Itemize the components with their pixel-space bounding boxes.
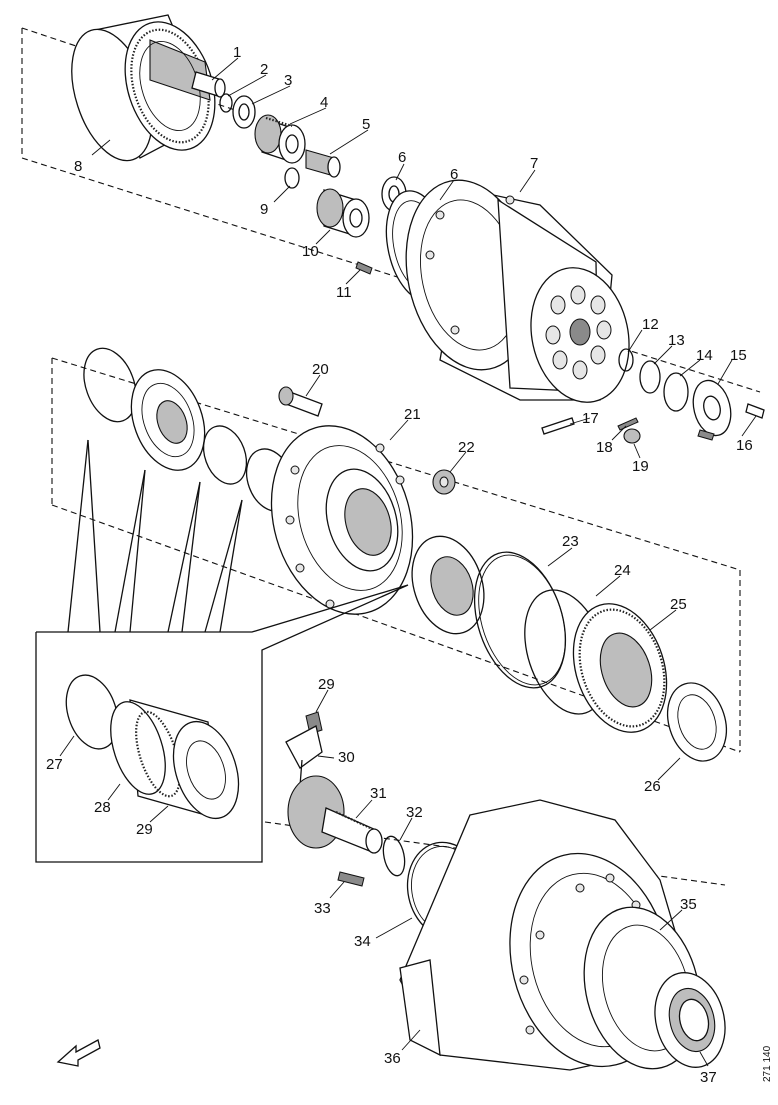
part-26-snap-ring bbox=[382, 835, 406, 877]
callout-8: 11 bbox=[336, 284, 352, 301]
part-22-bearing-ring bbox=[666, 682, 728, 762]
callout-9: 15 bbox=[730, 347, 747, 364]
callout-17: 24 bbox=[614, 562, 631, 579]
part-5-snap-ring bbox=[219, 93, 233, 113]
part-13-snap-ring bbox=[639, 360, 661, 394]
part-2-planet-gear-upper bbox=[254, 114, 306, 164]
callout-37: 31 bbox=[370, 785, 387, 802]
callout-18: 30 bbox=[338, 749, 355, 766]
part-32-bolt bbox=[278, 386, 323, 417]
callout-31: 35 bbox=[680, 896, 697, 913]
part-34-bearing bbox=[654, 972, 726, 1068]
callout-34: 37 bbox=[700, 1069, 717, 1086]
callout-12: 16 bbox=[736, 437, 753, 454]
callout-33: 22 bbox=[458, 439, 475, 456]
part-8-screw bbox=[355, 261, 373, 275]
callout-5: 2 bbox=[260, 61, 268, 78]
callout-25: 9 bbox=[260, 201, 268, 218]
callout-21: 23 bbox=[562, 533, 579, 550]
callout-15: 8 bbox=[74, 158, 82, 175]
part-20-screw bbox=[541, 417, 575, 435]
part-14-o-ring bbox=[618, 348, 634, 372]
callout-19: 29 bbox=[318, 676, 335, 693]
part-15-ring-gear bbox=[71, 14, 216, 162]
callout-16: 25 bbox=[670, 596, 687, 613]
callout-32: 20 bbox=[312, 361, 329, 378]
part-24-pin bbox=[617, 417, 639, 431]
part-33-nut bbox=[432, 469, 456, 495]
part-12-plug bbox=[745, 403, 765, 419]
part-23-nut bbox=[623, 428, 641, 444]
callout-24: 18 bbox=[596, 439, 613, 456]
part-21-o-ring bbox=[473, 551, 567, 689]
callout-13: 13 bbox=[668, 332, 685, 349]
part-28-snap-ring-top bbox=[83, 347, 137, 423]
drawing-code: 271 140 bbox=[762, 1045, 773, 1082]
part-4-needle-bearing bbox=[305, 149, 341, 178]
callout-4: 5 bbox=[362, 116, 370, 133]
part-16-sun-ring-gear bbox=[572, 603, 668, 733]
callout-35: 36 bbox=[384, 1050, 401, 1067]
part-bearing-cone bbox=[411, 535, 485, 635]
callout-2: 4 bbox=[320, 94, 328, 111]
callout-11: 10 bbox=[302, 243, 319, 260]
detail-inset bbox=[35, 439, 409, 863]
part-6-thrust-washer-upper bbox=[232, 95, 256, 129]
callout-6-upper: 3 bbox=[284, 72, 292, 89]
callout-28: 27 bbox=[46, 756, 63, 773]
part-9-cover bbox=[692, 379, 732, 441]
callout-29-b: 29 bbox=[136, 821, 153, 838]
part-29-bearing-top bbox=[130, 369, 206, 471]
leader-lines bbox=[59, 57, 757, 1067]
direction-arrow-icon bbox=[56, 1039, 101, 1067]
callout-1: 7 bbox=[530, 155, 538, 172]
part-10-o-ring bbox=[663, 372, 689, 412]
part-36-pin bbox=[337, 871, 365, 887]
callout-27: 21 bbox=[404, 406, 421, 423]
callout-3: 1 bbox=[233, 44, 241, 61]
callout-6-lower: 6 bbox=[398, 149, 406, 166]
part-1-hub-housing bbox=[405, 179, 630, 403]
part-29-ring-top-a bbox=[202, 425, 248, 485]
callout-22: 26 bbox=[644, 778, 661, 795]
part-37-shaft bbox=[287, 775, 383, 854]
callout-30: 34 bbox=[354, 933, 371, 950]
callout-7: 6 bbox=[450, 166, 458, 183]
callout-36: 33 bbox=[314, 900, 331, 917]
callout-26: 32 bbox=[406, 804, 423, 821]
part-11-planet-gear-lower bbox=[316, 188, 370, 238]
callout-29-a: 28 bbox=[94, 799, 111, 816]
callout-20: 17 bbox=[582, 410, 599, 427]
part-27-flange bbox=[270, 425, 414, 615]
callout-14: 12 bbox=[642, 316, 659, 333]
callout-labels: 1 2 3 4 5 6 6 7 8 9 10 11 12 13 14 15 16… bbox=[46, 44, 753, 1086]
callout-10: 14 bbox=[696, 347, 713, 364]
part-25-snap-ring bbox=[284, 167, 300, 189]
callout-23: 19 bbox=[632, 458, 649, 475]
